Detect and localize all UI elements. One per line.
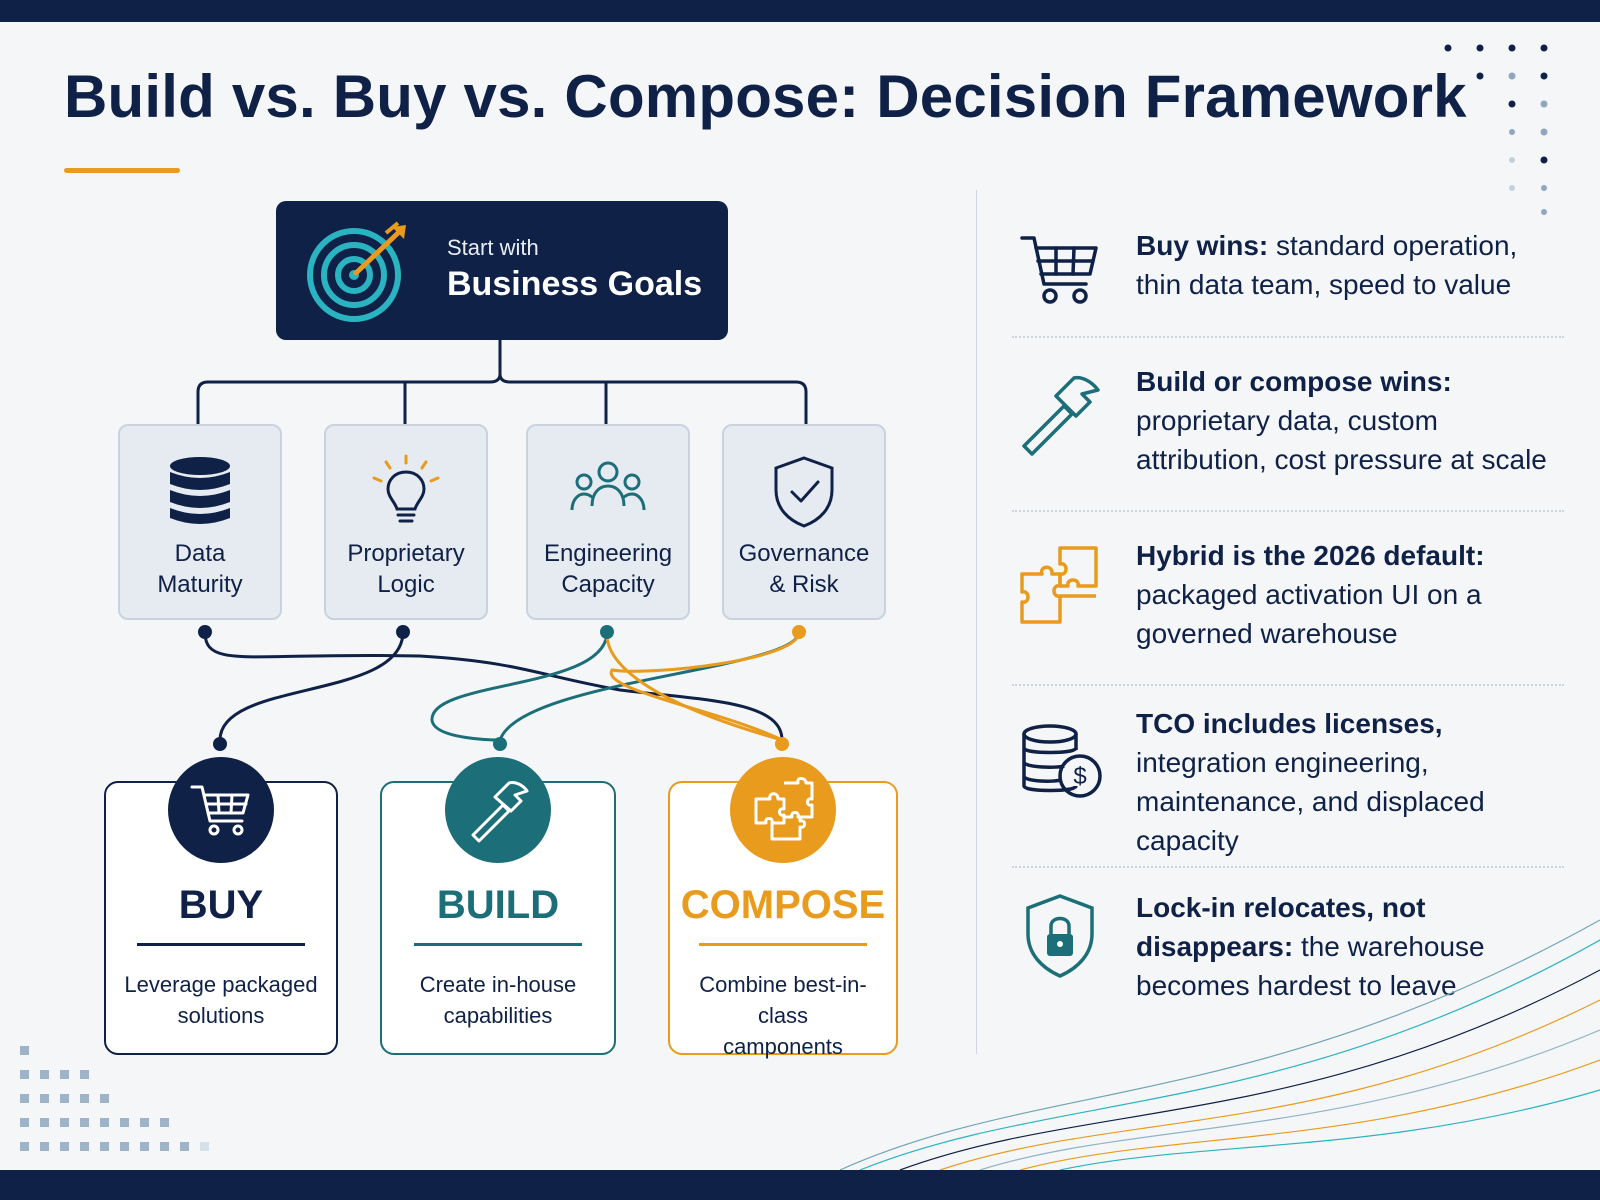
buy-badge bbox=[168, 757, 274, 863]
hammer-icon bbox=[1022, 375, 1100, 456]
option-divider bbox=[137, 943, 305, 946]
insight-text: Hybrid is the 2026 default: packaged act… bbox=[1136, 540, 1485, 649]
factor-engineering-capacity: Engineering Capacity bbox=[526, 424, 690, 620]
build-badge bbox=[445, 757, 551, 863]
option-description: Leverage packaged solutions bbox=[124, 972, 318, 1028]
insight-text: Lock-in relocates, not disappears: the w… bbox=[1136, 892, 1485, 1001]
option-build: BUILD Create in-house capabilities bbox=[380, 757, 616, 1055]
factor-label: Proprietary Logic bbox=[347, 540, 465, 598]
root-title: Business Goals bbox=[447, 265, 703, 303]
factor-proprietary-logic: Proprietary Logic bbox=[324, 424, 488, 620]
factor-label: Engineering Capacity bbox=[543, 540, 673, 598]
shield-lock-icon bbox=[1026, 894, 1094, 978]
compose-badge bbox=[730, 757, 836, 863]
insight-text: Buy wins: standard operation, thin data … bbox=[1136, 230, 1518, 300]
cart-icon bbox=[1020, 236, 1098, 304]
bottom-bar bbox=[0, 1170, 1600, 1200]
puzzle-icon bbox=[1020, 546, 1098, 624]
coins-dollar-icon: $ bbox=[1022, 724, 1102, 798]
option-divider bbox=[414, 943, 582, 946]
page-title: Build vs. Buy vs. Compose: Decision Fram… bbox=[64, 63, 1467, 130]
option-compose: COMPOSE Combine best-in-class camponents bbox=[668, 757, 898, 1059]
decorative-dots-bottom bbox=[20, 1046, 209, 1151]
insight-text: TCO includes licenses, integration engin… bbox=[1136, 708, 1485, 856]
option-divider bbox=[699, 943, 867, 946]
database-icon bbox=[170, 457, 230, 524]
lightbulb-icon bbox=[372, 454, 440, 523]
shield-check-icon bbox=[774, 456, 834, 528]
title-underline bbox=[64, 168, 180, 173]
target-icon bbox=[307, 221, 406, 322]
root-prefix: Start with bbox=[447, 235, 539, 260]
cart-icon bbox=[190, 785, 250, 836]
svg-text:$: $ bbox=[1073, 763, 1086, 790]
puzzle-icon bbox=[754, 777, 814, 841]
factor-label: Governance & Risk bbox=[738, 540, 870, 598]
factor-data-maturity: Data Maturity bbox=[118, 424, 282, 620]
option-description: Combine best-in-class camponents bbox=[699, 972, 867, 1059]
option-description: Create in-house capabilities bbox=[419, 972, 577, 1028]
top-bar bbox=[0, 0, 1600, 22]
column-divider bbox=[976, 190, 977, 1054]
hammer-icon bbox=[471, 781, 529, 843]
option-buy: BUY Leverage packaged solutions bbox=[104, 757, 338, 1055]
insight-separator bbox=[1012, 684, 1564, 686]
option-title: BUY bbox=[178, 883, 264, 927]
insight-separator bbox=[1012, 510, 1564, 512]
option-title: COMPOSE bbox=[680, 883, 886, 927]
insight-text: Build or compose wins: proprietary data,… bbox=[1136, 366, 1547, 475]
business-goals-box: Start with Business Goals bbox=[276, 201, 728, 340]
option-title: BUILD bbox=[436, 883, 560, 927]
factor-governance-risk: Governance & Risk bbox=[722, 424, 886, 620]
insight-separator bbox=[1012, 336, 1564, 338]
people-icon bbox=[570, 461, 646, 511]
factor-label: Data Maturity bbox=[157, 540, 243, 598]
insight-separator bbox=[1012, 866, 1564, 868]
